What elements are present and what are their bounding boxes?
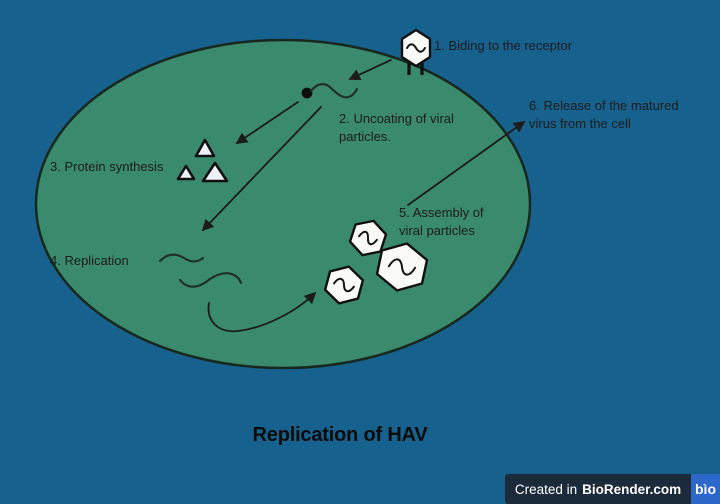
virus-rna-tilde-icon [387, 258, 417, 276]
arrow-release-from-cell [407, 120, 526, 206]
protein-triangle-icon [194, 138, 216, 158]
step-2-label: 2. Uncoating of viral particles. [339, 111, 454, 145]
assembled-virus-icon [323, 265, 365, 305]
step-1-label: 1. Biding to the receptor [434, 38, 573, 53]
virus-rna-tilde-icon [358, 230, 378, 246]
credit-prefix-text: Created in [514, 481, 578, 497]
vpg-dot-icon [301, 87, 313, 99]
biorender-badge: Created in BioRender.com bìo [505, 474, 720, 504]
arrow-to-assembly [207, 291, 317, 333]
assembled-virus-icon [348, 219, 388, 257]
assembled-virus-icon [375, 242, 429, 292]
protein-triangle-icon [176, 164, 196, 181]
biorender-logo-icon: bìo [691, 474, 720, 504]
arrow-to-protein-synthesis [235, 101, 299, 144]
virus-rna-tilde-icon [333, 277, 355, 293]
rna-strand-icon [158, 253, 205, 263]
biorender-brand-text: BioRender.com [582, 481, 682, 497]
rna-strand-icon [178, 272, 243, 288]
step-3-label: 3. Protein synthesis [50, 159, 164, 174]
virus-rna-tilde-icon [406, 43, 426, 53]
protein-triangle-icon [201, 161, 229, 183]
rna-genome-squiggle-icon [309, 83, 359, 99]
biorender-credit: Created in BioRender.com [505, 474, 691, 504]
virus-binding-icon [400, 28, 432, 75]
arrow-entry-to-uncoating [348, 59, 392, 81]
diagram-title: Replication of HAV [252, 424, 428, 446]
step-5-label: 5. Assembly of viral particles [399, 205, 484, 239]
arrow-to-replication [201, 106, 322, 232]
step-6-label: 6. Release of the matured virus from the… [529, 98, 679, 132]
step-4-label: 4. Replication [50, 253, 129, 268]
